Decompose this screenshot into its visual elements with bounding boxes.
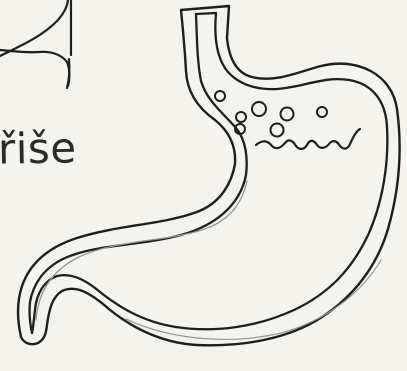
bubble-5 [317, 107, 327, 117]
bubble-3 [252, 102, 266, 116]
stomach-outer-wall [18, 6, 399, 345]
bubble-7 [271, 124, 284, 137]
bubble-4 [281, 108, 294, 121]
bubble-1 [215, 91, 225, 101]
bubble-2 [236, 112, 246, 122]
gas-bubbles [215, 91, 327, 137]
stomach-inner-wall [30, 13, 388, 333]
cropped-neighbor-shape [0, 0, 71, 88]
partial-caption-text: řiše [0, 127, 77, 170]
